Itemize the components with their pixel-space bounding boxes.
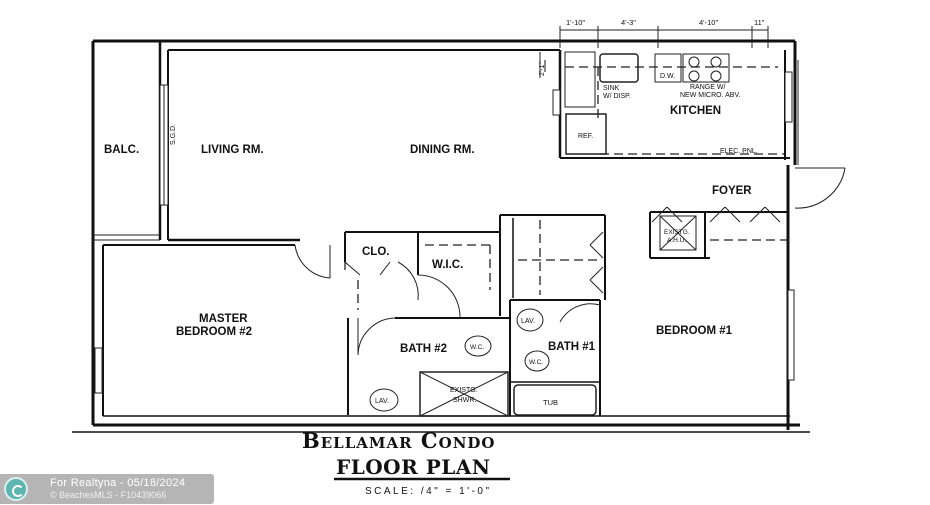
title-scale: SCALE: /4" = 1'-0" bbox=[365, 486, 492, 497]
label-microwave: NEW MICRO. ABV. bbox=[680, 92, 740, 99]
label-ahu-line2: A.H.U. bbox=[667, 237, 686, 244]
dim-side: 2'-1" bbox=[539, 62, 546, 76]
interior-walls bbox=[102, 49, 788, 416]
label-master-line1: MASTER bbox=[199, 313, 248, 325]
label-shower-line1: EXISTG. bbox=[450, 387, 478, 394]
label-bath-2: BATH #2 bbox=[400, 343, 447, 355]
label-master-line2: BEDROOM #2 bbox=[176, 326, 252, 338]
closet-rods bbox=[344, 244, 491, 310]
label-balcony: BALC. bbox=[104, 144, 139, 156]
balcony-area bbox=[93, 41, 169, 241]
label-lav-bath2: LAV. bbox=[375, 398, 389, 405]
label-ahu-line1: EXISTG. bbox=[664, 229, 690, 236]
label-closet: CLO. bbox=[362, 246, 389, 258]
dim-3: 4'-10" bbox=[699, 18, 718, 27]
label-foyer: FOYER bbox=[712, 185, 752, 197]
kitchen-area bbox=[544, 50, 793, 160]
label-bedroom-1: BEDROOM #1 bbox=[656, 325, 733, 337]
label-living-room: LIVING RM. bbox=[201, 144, 264, 156]
label-walk-in-closet: W.I.C. bbox=[432, 259, 463, 271]
label-dishwasher: D.W. bbox=[660, 73, 675, 80]
realtyna-logo-icon bbox=[4, 477, 28, 501]
exterior-walls bbox=[72, 39, 810, 433]
label-wc-bath1: W.C. bbox=[529, 359, 543, 366]
mls-watermark: For Realtyna - 05/18/2024 © BeachesMLS -… bbox=[0, 474, 214, 504]
dim-1: 1'-10" bbox=[566, 18, 585, 27]
label-range: RANGE W/ bbox=[690, 84, 725, 91]
label-sink-disp: W/ DISP. bbox=[603, 93, 631, 100]
title-floor-plan: FLOOR PLAN bbox=[336, 455, 491, 479]
dim-2: 4'-3" bbox=[621, 18, 636, 27]
label-lav-bath1: LAV. bbox=[521, 318, 535, 325]
label-wc-bath2: W.C. bbox=[470, 344, 484, 351]
dim-4: 11" bbox=[754, 18, 765, 27]
bath-fixtures bbox=[369, 215, 697, 417]
watermark-line-2: © BeachesMLS - F10439066 bbox=[50, 490, 167, 500]
label-refrigerator: REF. bbox=[578, 133, 593, 140]
label-sgd: S.G.D. bbox=[170, 124, 177, 145]
label-sink: SINK bbox=[603, 85, 620, 92]
watermark-line-1: For Realtyna - 05/18/2024 bbox=[50, 477, 186, 489]
windows bbox=[94, 289, 795, 394]
label-shower-line2: SHWR. bbox=[453, 397, 476, 404]
title-condo-name: Bellamar Condo bbox=[302, 428, 496, 453]
label-electric-panel: ELEC. PNL. bbox=[720, 148, 758, 155]
label-kitchen: KITCHEN bbox=[670, 105, 721, 117]
dimension-line bbox=[539, 26, 769, 78]
door-swings bbox=[294, 167, 846, 356]
label-tub: TUB bbox=[543, 398, 558, 407]
label-bath-1: BATH #1 bbox=[548, 341, 596, 353]
label-dining-room: DINING RM. bbox=[410, 144, 475, 156]
